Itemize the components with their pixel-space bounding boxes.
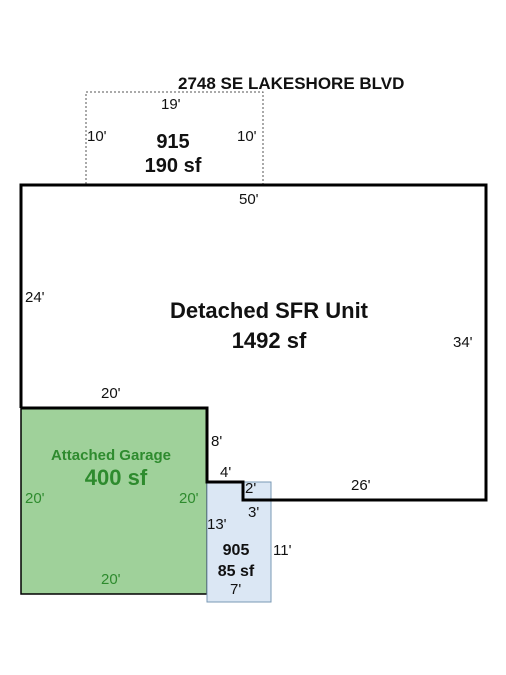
area-905-area: 85 sf <box>218 563 255 580</box>
garage-right-dim: 20' <box>179 490 199 507</box>
main-bottom-dim: 26' <box>351 477 371 494</box>
main-right-dim: 34' <box>453 334 473 351</box>
notch-horizontal-dim: 4' <box>220 464 231 481</box>
garage-name: Attached Garage <box>51 447 171 464</box>
main-top-dim: 50' <box>239 191 259 208</box>
main-left-dim: 24' <box>25 289 45 306</box>
address-label: 2748 SE LAKESHORE BLVD <box>178 74 404 93</box>
garage-area: 400 sf <box>85 465 148 490</box>
area-905-id: 905 <box>223 542 250 559</box>
area-915-outline <box>85 91 264 186</box>
notch-vertical-dim: 8' <box>211 433 222 450</box>
notch-short-dim: 3' <box>248 504 259 521</box>
garage-bottom-dim: 20' <box>101 571 121 588</box>
main-lower-left-dim: 20' <box>101 385 121 402</box>
garage-outline <box>20 407 208 595</box>
garage-left-dim: 20' <box>25 490 45 507</box>
area-905-bottom-dim: 7' <box>230 581 241 598</box>
area-915-area: 190 sf <box>145 155 202 177</box>
area-905-left-dim: 13' <box>207 516 227 533</box>
area-915-right-dim: 10' <box>237 128 257 145</box>
notch-step-dim: 2' <box>245 480 256 497</box>
area-915-left-dim: 10' <box>87 128 107 145</box>
area-905-right-dim: 11' <box>273 542 292 559</box>
area-905-outline <box>206 481 272 603</box>
area-915-id: 915 <box>156 131 189 153</box>
main-unit-name: Detached SFR Unit <box>170 298 369 323</box>
main-unit-area: 1492 sf <box>232 328 307 353</box>
area-915-top-dim: 19' <box>161 96 181 113</box>
main-unit-outline <box>19 183 488 502</box>
